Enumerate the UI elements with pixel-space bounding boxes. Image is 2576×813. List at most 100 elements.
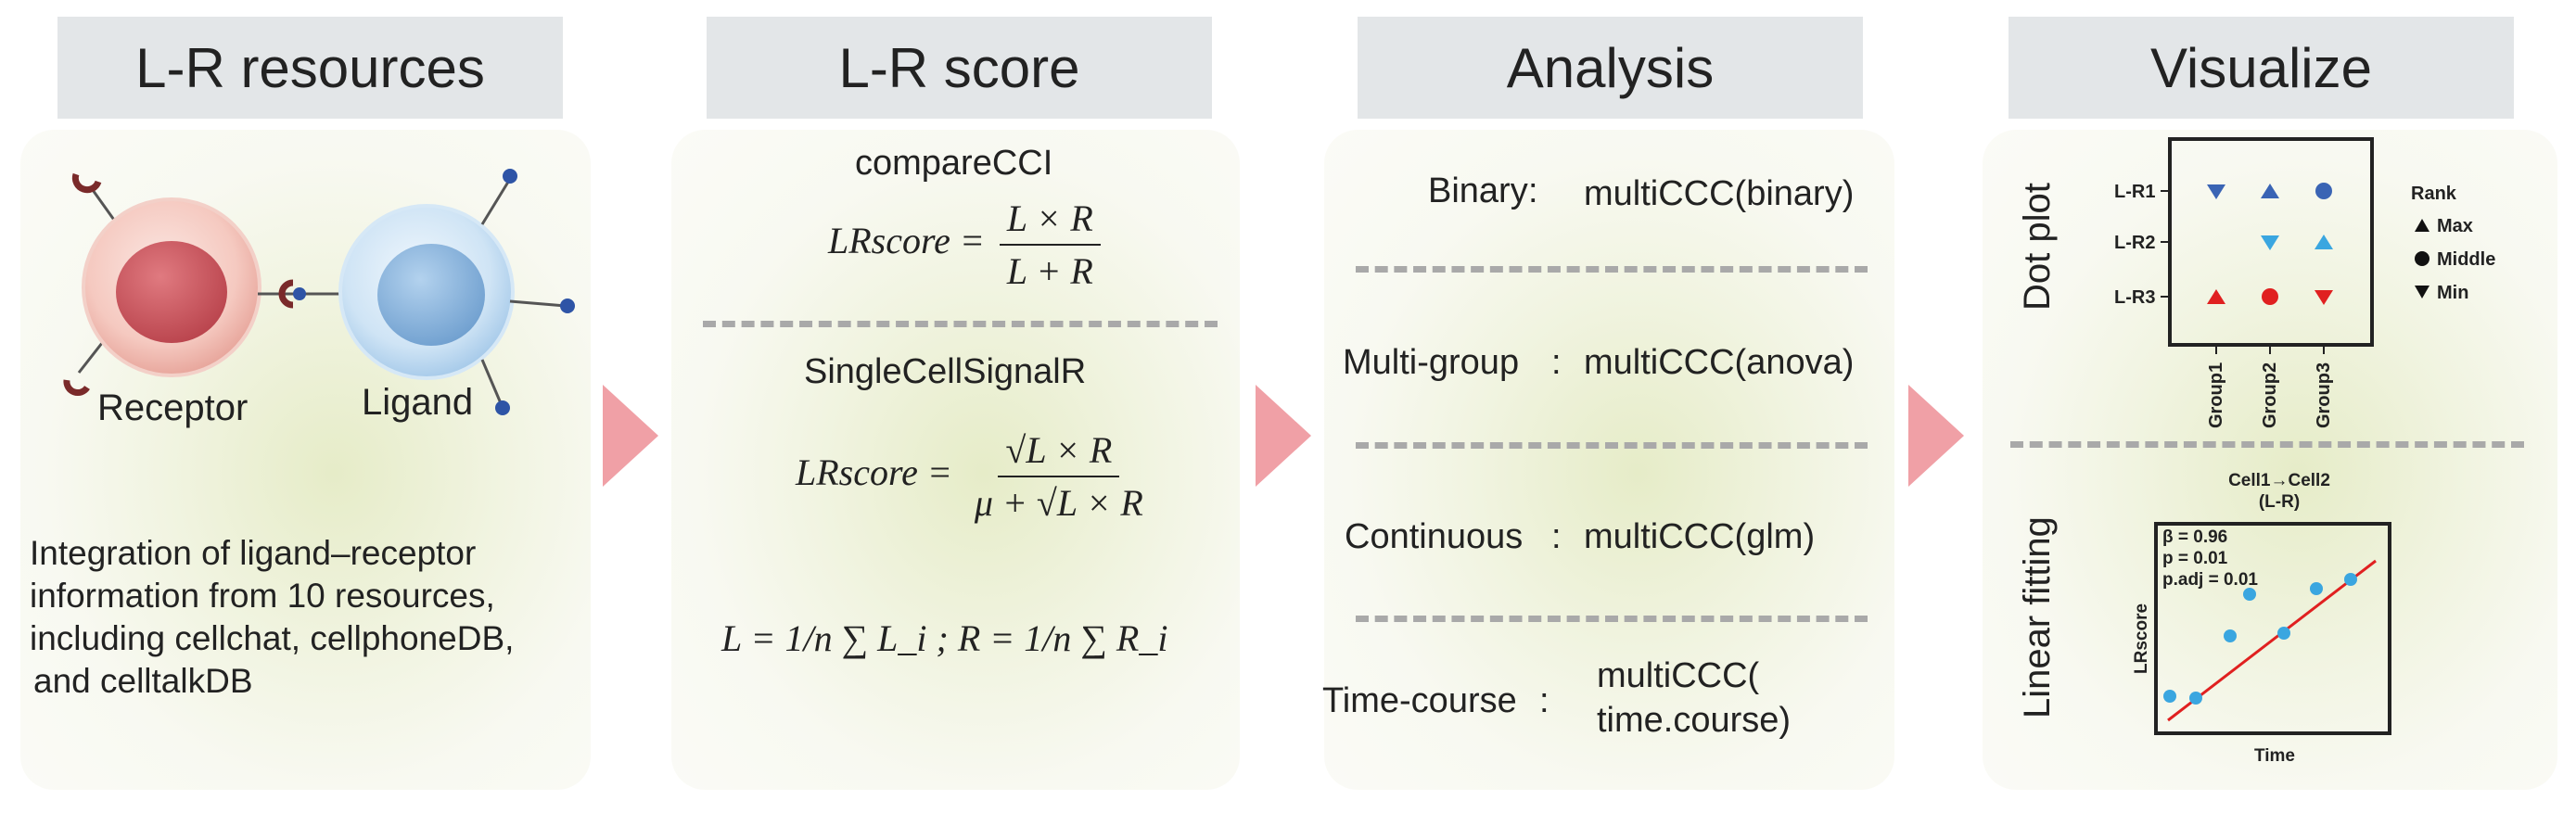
colon: : [1551, 343, 1562, 382]
dot-min-icon [2315, 290, 2333, 305]
eq1-numerator: L × R [999, 197, 1101, 246]
header-text: Analysis [1506, 36, 1715, 99]
description-line: including cellchat, cellphoneDB, [30, 619, 515, 657]
method-comparecci: compareCCI [855, 144, 1053, 183]
analysis-timecourse-fn-line2: time.course) [1597, 701, 1792, 740]
lf-point [2224, 629, 2237, 642]
legend-max: Max [2437, 216, 2473, 236]
header-text: L-R resources [135, 36, 485, 99]
lf-point [2277, 627, 2290, 640]
ligand-dot-icon [503, 169, 517, 184]
eq2-numerator: √L × R [998, 428, 1120, 477]
legend-title: Rank [2411, 184, 2457, 204]
dot-min-icon [2261, 235, 2279, 250]
header-analysis: Analysis [1358, 17, 1863, 119]
analysis-multigroup-label: Multi-group [1343, 343, 1520, 382]
analysis-timecourse-fn-line1: multiCCC( [1597, 656, 1760, 695]
ligand-dot-icon [560, 299, 575, 313]
dot-plot: L-R1 L-R2 L-R3 Group1 Group2 Group3 Rank… [2114, 137, 2495, 428]
lf-xlabel: Time [2254, 746, 2295, 766]
eq2-fraction: √L × R μ + √L × R [967, 428, 1151, 525]
colon: : [1551, 517, 1562, 556]
resources-description: Integration of ligand–receptor informati… [30, 532, 514, 703]
colon: : [1539, 681, 1549, 720]
legend-min-icon [2415, 286, 2429, 299]
ligand-label: Ligand [362, 382, 474, 423]
receptor-cup-icon [63, 379, 90, 396]
analysis-continuous-label: Continuous [1345, 517, 1524, 556]
eq2-lhs: LRscore = [796, 451, 952, 494]
lf-subtitle: (L-R) [2259, 492, 2300, 512]
lf-stat: p.adj = 0.01 [2162, 570, 2258, 590]
legend-middle-icon [2415, 251, 2429, 266]
receptor-cup-icon [71, 172, 102, 194]
lf-stat: p = 0.01 [2162, 549, 2228, 568]
flow-arrow-1 [603, 385, 658, 487]
header-lr-score: L-R score [707, 17, 1212, 119]
flow-arrow-2 [1256, 385, 1311, 487]
lf-stat: β = 0.96 [2162, 527, 2227, 547]
equation-2: LRscore = √L × R μ + √L × R [796, 428, 1156, 525]
dot-max-icon [2315, 235, 2333, 249]
divider [1356, 442, 1868, 449]
eq1-denominator: L + R [1006, 250, 1093, 292]
dot-max-icon [2207, 289, 2225, 304]
method-singlecellsignalr: SingleCellSignalR [804, 352, 1087, 391]
row-label: L-R1 [2114, 182, 2155, 202]
dot-max-icon [2261, 184, 2279, 198]
lf-point [2243, 588, 2256, 601]
fit-line [2167, 559, 2377, 722]
analysis-timecourse-label: Time-course [1322, 681, 1517, 720]
divider [1356, 616, 1868, 622]
panel-score [671, 130, 1240, 790]
analysis-multigroup-fn: multiCCC(anova) [1584, 343, 1855, 382]
header-visualize: Visualize [2009, 17, 2514, 119]
dotplot-label: Dot plot [2017, 183, 2058, 311]
eq2-denominator: μ + √L × R [974, 482, 1143, 524]
header-lr-resources: L-R resources [57, 17, 563, 119]
divider [2010, 441, 2524, 448]
col-label: Group1 [2206, 362, 2226, 428]
legend-max-icon [2415, 219, 2429, 232]
analysis-binary-label: Binary [1428, 171, 1528, 210]
receptor-nucleus-icon [116, 241, 227, 343]
receptor-cup-icon [278, 279, 294, 309]
analysis-continuous-fn: multiCCC(glm) [1584, 517, 1816, 556]
legend-min: Min [2437, 283, 2468, 303]
row-label: L-R2 [2114, 233, 2155, 253]
ligand-dot-icon [293, 287, 306, 300]
header-text: Visualize [2149, 36, 2373, 99]
receptor-label: Receptor [97, 387, 249, 428]
description-line: Integration of ligand–receptor [30, 534, 477, 572]
ligand-stalk [480, 178, 512, 225]
divider [1356, 266, 1868, 273]
flow-arrow-3 [1908, 385, 1964, 487]
eq1-lhs: LRscore = [828, 220, 985, 262]
lf-point [2163, 690, 2176, 703]
dot-middle-icon [2262, 288, 2278, 305]
equation-3: L = 1/n ∑ L_i ; R = 1/n ∑ R_i [721, 617, 1168, 659]
lf-frame [2154, 522, 2391, 735]
lf-point [2344, 573, 2357, 586]
ligand-dot-icon [495, 400, 510, 415]
lf-title: Cell1→Cell2 [2228, 471, 2330, 490]
eq1-fraction: L × R L + R [999, 197, 1101, 293]
colon: : [1528, 171, 1538, 210]
ligand-stalk [480, 359, 503, 404]
description-line: information from 10 resources, [30, 577, 495, 615]
linear-fitting-label: Linear fitting [2017, 516, 2058, 718]
col-label: Group3 [2314, 362, 2334, 428]
divider [703, 321, 1218, 327]
lf-point [2189, 692, 2202, 705]
ligand-nucleus-icon [377, 244, 485, 346]
panel-analysis [1324, 130, 1894, 790]
lf-point [2310, 582, 2323, 595]
ligand-stalk [509, 299, 567, 308]
description-line: and celltalkDB [33, 662, 253, 700]
lf-ylabel: LRscore [2132, 603, 2151, 674]
dot-min-icon [2207, 184, 2225, 199]
analysis-binary-fn: multiCCC(binary) [1584, 174, 1855, 213]
legend-middle: Middle [2437, 249, 2495, 270]
row-label: L-R3 [2114, 287, 2155, 308]
dot-middle-icon [2315, 183, 2332, 199]
